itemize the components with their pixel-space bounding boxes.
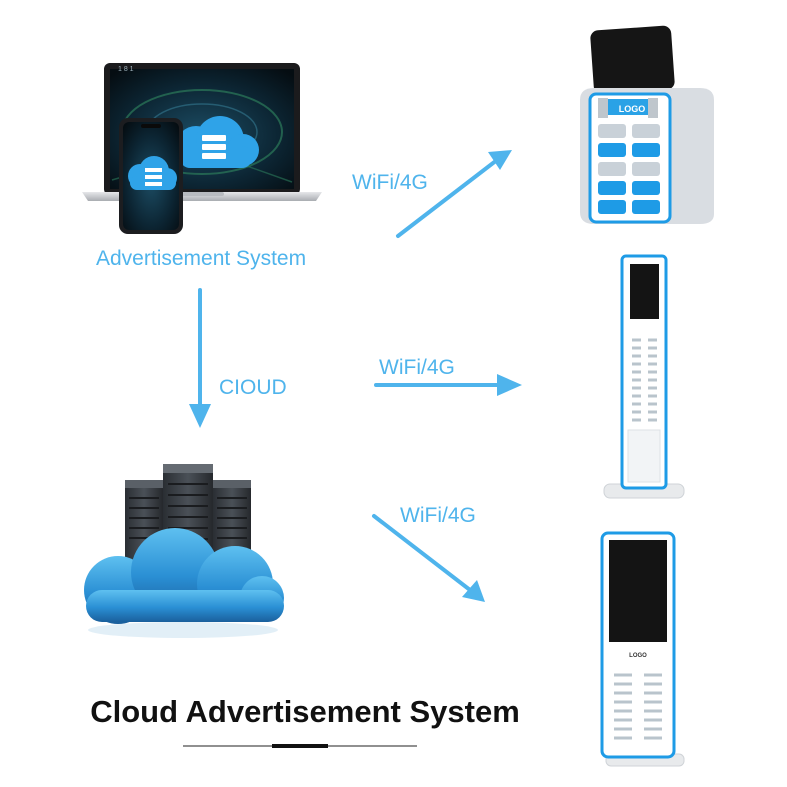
laptop-cloud-server-icon (176, 116, 259, 168)
laptop-status-text: 1 8 1 (118, 66, 134, 73)
cloud-shape (84, 528, 284, 638)
wifi-4g-label-bottom: WiFi/4G (400, 504, 476, 527)
arrow-to-ad-kiosk (372, 514, 472, 592)
title-underline (183, 744, 417, 748)
phone-cloud-server-icon (128, 156, 177, 190)
advertising-kiosk (600, 531, 685, 767)
advertisement-system-label: Advertisement System (96, 247, 307, 270)
wifi-4g-label-middle: WiFi/4G (379, 356, 455, 379)
tall-charging-kiosk (603, 254, 685, 499)
cloud-server-cluster (84, 464, 284, 638)
laptop (82, 63, 322, 201)
connection-arrows (189, 150, 522, 602)
kiosk-logo: LOGO (629, 653, 647, 659)
smartphone (119, 118, 183, 234)
cloud-link-label: CIOUD (219, 376, 287, 399)
powerbank-station (580, 25, 714, 224)
wifi-4g-label-top: WiFi/4G (352, 171, 428, 194)
powerbank-logo: LOGO (618, 104, 646, 114)
powerbank-slots (598, 124, 660, 214)
page-title: Cloud Advertisement System (90, 694, 520, 729)
arrow-to-powerbank (396, 158, 499, 238)
